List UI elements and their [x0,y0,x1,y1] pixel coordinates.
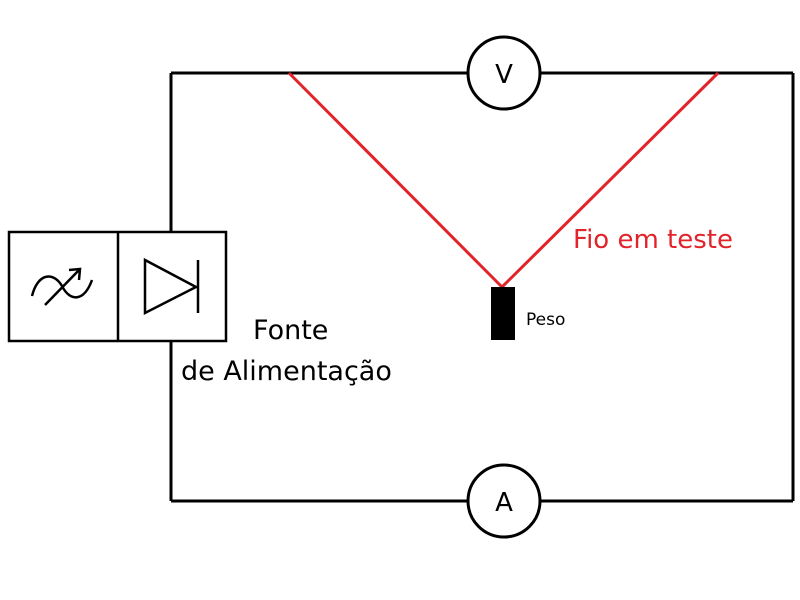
test-wire-right-segment [500,71,720,289]
adjustable-ac-icon [30,267,94,306]
voltmeter-circle [466,35,542,111]
power-source-label-line2: de Alimentação [181,356,392,387]
weight-block [491,287,515,340]
diode-icon [143,257,200,316]
power-source-label-line1: Fonte [253,315,328,346]
ammeter-circle [466,463,542,539]
voltmeter: V [466,35,542,111]
ammeter-label: A [495,488,513,518]
circuit-wires [169,71,795,503]
test-wire-left-segment [287,71,504,289]
voltmeter-label: V [495,60,513,90]
test-wire [287,71,720,289]
ammeter: A [466,463,542,539]
test-wire-label: Fio em teste [573,225,733,255]
power-source [7,230,228,343]
weight-label: Peso [526,310,565,330]
